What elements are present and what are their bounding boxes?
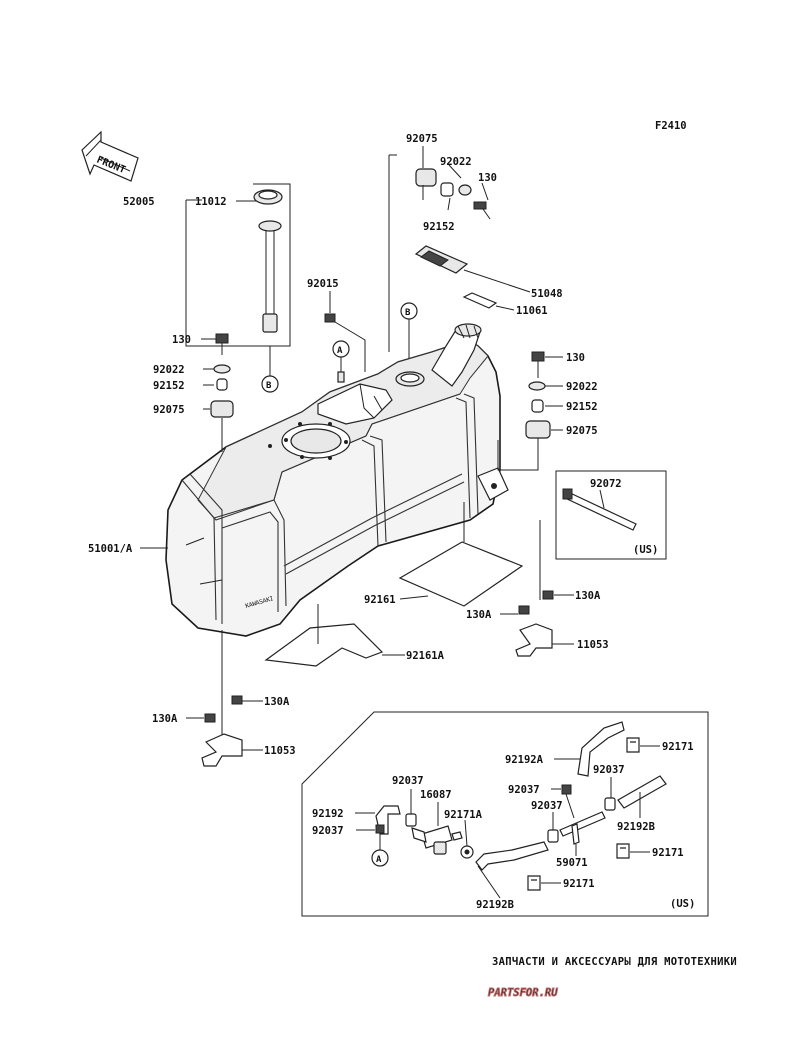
part-92161: 92161 [364,594,396,606]
top-mount-stack [415,146,491,220]
part-92171a: 92171A [444,809,483,821]
marker-a-bottom: A [376,855,382,865]
part-130a-right-1: 130A [575,590,601,602]
part-130a-left-1: 130A [264,696,290,708]
right-mount-stack [497,351,563,471]
part-92152-left: 92152 [153,380,185,392]
part-92022-left: 92022 [153,364,185,376]
strap-us-box [555,470,667,560]
us-note-hoses: (US) [670,898,695,910]
part-51048: 51048 [531,288,563,300]
fuel-tank: KAWASAKI [165,323,509,637]
part-92171-1: 92171 [662,741,694,753]
front-arrow-icon: FRONT [81,130,139,182]
part-130-top: 130 [478,172,497,184]
part-92171-2: 92171 [652,847,684,859]
part-92075-right: 92075 [566,425,598,437]
marker-b-left: B [266,381,272,391]
part-92161a: 92161A [406,650,445,662]
strap-part [562,488,637,531]
part-51001-a: 51001/A [88,543,133,555]
part-92037-2: 92037 [593,764,625,776]
part-92192b-1: 92192B [617,821,655,833]
marker-a-top: A [337,346,343,356]
watermark-caption: ЗАПЧАСТИ И АКСЕССУАРЫ ДЛЯ МОТОТЕХНИКИ [492,956,737,968]
part-92192a: 92192A [505,754,544,766]
part-92015: 92015 [307,278,339,290]
part-11061: 11061 [516,305,548,317]
part-92075-top: 92075 [406,133,438,145]
part-92072: 92072 [590,478,622,490]
part-130-right: 130 [566,352,585,364]
part-130a-left-2: 130A [152,713,178,725]
part-52005: 52005 [123,196,155,208]
part-11012: 11012 [195,196,227,208]
part-92037-4: 92037 [312,825,344,837]
part-92037-3: 92037 [508,784,540,796]
valve-16087 [411,825,463,855]
pad-92161 [398,541,524,607]
part-92022-top: 92022 [440,156,472,168]
part-130-left: 130 [172,334,191,346]
part-92192b-2: 92192B [476,899,514,911]
watermark-logo: PARTSFOR.RU [488,987,558,999]
part-92152-right: 92152 [566,401,598,413]
left-mount-stack [201,333,234,418]
part-92037-1: 92037 [392,775,424,787]
filler-pad-parts [414,245,531,311]
part-16087: 16087 [420,789,452,801]
part-11053-right: 11053 [577,639,609,651]
part-11053-left: 11053 [264,745,296,757]
hose-us-box [301,711,709,917]
part-92171-3: 92171 [563,878,595,890]
fuel-gauge-assembly: B [185,183,291,393]
us-note-strap: (US) [633,544,658,556]
diagram-code: F2410 [655,120,687,132]
pad-92161a [264,623,384,667]
right-bracket [500,520,574,657]
part-130a-right-2: 130A [466,609,492,621]
part-92075-left: 92075 [153,404,185,416]
part-92037-5: 92037 [531,800,563,812]
part-92192: 92192 [312,808,344,820]
marker-b-tank: B [405,308,411,318]
left-bracket [186,630,263,767]
part-92152-top: 92152 [423,221,455,233]
part-92022-right: 92022 [566,381,598,393]
part-59071: 59071 [556,857,588,869]
